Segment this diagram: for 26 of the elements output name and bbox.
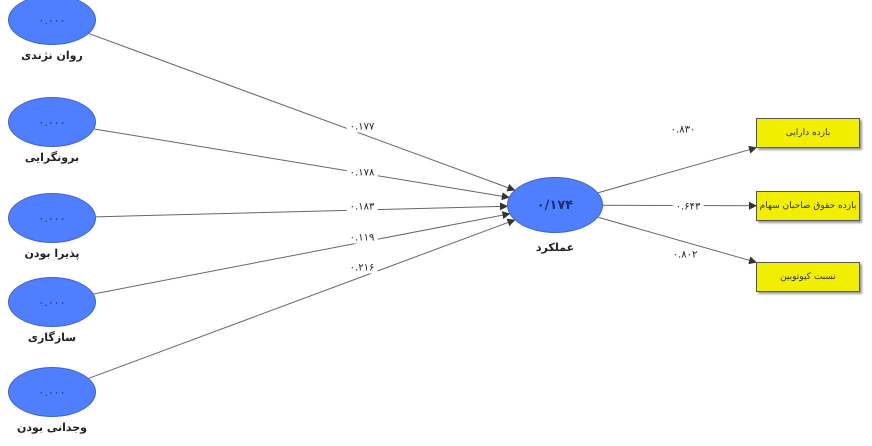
variable-label: سازگاری bbox=[28, 331, 76, 344]
path-arrow bbox=[88, 218, 516, 379]
path-arrow bbox=[93, 211, 510, 294]
latent-variable-ellipse: ۰.۰۰۰ bbox=[8, 277, 96, 327]
edge-label: ۰.۱۷۷ bbox=[346, 122, 378, 132]
edge-label: ۰.۱۷۸ bbox=[346, 168, 378, 178]
edge-label: ۰.۱۸۳ bbox=[346, 202, 378, 212]
latent-variable-ellipse: ۰/۱۷۴ bbox=[507, 177, 603, 233]
path-arrow bbox=[88, 33, 516, 192]
edge-label: ۰.۶۴۳ bbox=[672, 202, 704, 212]
latent-variable-ellipse: ۰.۰۰۰ bbox=[8, 97, 96, 147]
path-arrow bbox=[94, 128, 510, 200]
variable-label: عملکرد bbox=[536, 241, 574, 254]
path-arrow bbox=[95, 202, 508, 218]
variable-label: پذیرا بودن bbox=[24, 247, 80, 260]
path-arrow bbox=[598, 146, 757, 194]
indicator-box: نسبت کیوتوبین bbox=[756, 262, 860, 292]
variable-label: برونگرایی bbox=[24, 151, 80, 164]
latent-variable-ellipse: ۰.۰۰۰ bbox=[8, 0, 96, 45]
indicator-box: بازده دارایی bbox=[756, 118, 860, 148]
path-arrow bbox=[598, 216, 757, 264]
variable-label: روان نژندی bbox=[21, 49, 83, 62]
latent-variable-ellipse: ۰.۰۰۰ bbox=[8, 367, 96, 417]
latent-variable-ellipse: ۰.۰۰۰ bbox=[8, 193, 96, 243]
indicator-box: بازده حقوق صاحبان سهام bbox=[756, 191, 860, 221]
variable-label: وجدانی بودن bbox=[16, 421, 88, 434]
